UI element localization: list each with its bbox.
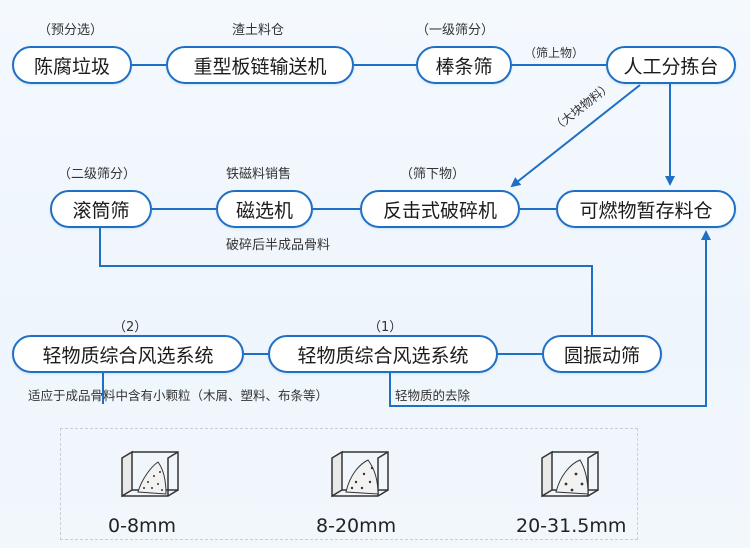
label-undersize: （筛下物） [400,167,466,182]
label-iron-sale: 铁磁料销售 [226,167,292,182]
node-magnetic-separator[interactable]: 磁选机 [216,190,313,228]
size-label-8-20: 8-20mm [316,515,397,537]
label-secondary-screen: （二级筛分） [58,167,137,182]
size-label-0-8: 0-8mm [108,515,177,537]
node-chenfu-garbage[interactable]: 陈腐垃圾 [12,46,132,84]
node-fuel-storage[interactable]: 可燃物暂存料仓 [556,190,736,228]
size-label-20-31-5: 20-31.5mm [516,515,627,537]
node-bar-screen[interactable]: 棒条筛 [416,46,512,84]
note-light-material-removal: 轻物质的去除 [395,388,471,403]
label-number-1: （1） [368,320,403,335]
label-presort: （预分选） [38,23,104,38]
label-oversize: （筛上物） [524,46,585,60]
node-wind-separator-2[interactable]: 轻物质综合风选系统 [12,335,244,373]
node-impact-crusher[interactable]: 反击式破碎机 [360,190,520,228]
label-number-2: （2） [113,320,148,335]
label-slag-bin: 渣土料仓 [232,23,285,38]
node-circular-vibrating-screen[interactable]: 圆振动筛 [542,335,662,373]
arrow-manual-to-crusher [510,84,641,188]
product-bin-icon-medium [331,450,389,498]
node-chain-conveyor[interactable]: 重型板链输送机 [166,46,354,84]
label-primary-screen: （一级筛分） [416,23,495,38]
arrow-wind1-to-fuel [389,230,711,407]
label-crushed-aggregate: 破碎后半成品骨料 [226,238,331,253]
node-drum-screen[interactable]: 滚筒筛 [50,190,152,228]
product-bin-icon-small [121,450,179,498]
product-bin-icon-large [541,450,599,498]
product-size-panel [60,428,638,540]
note-aggregate-particles: 适应于成品骨料中含有小颗粒（木屑、塑料、布条等） [28,388,329,403]
node-manual-sorting[interactable]: 人工分拣台 [606,46,736,84]
connector-drum-to-circular [99,228,593,336]
node-wind-separator-1[interactable]: 轻物质综合风选系统 [268,335,498,373]
